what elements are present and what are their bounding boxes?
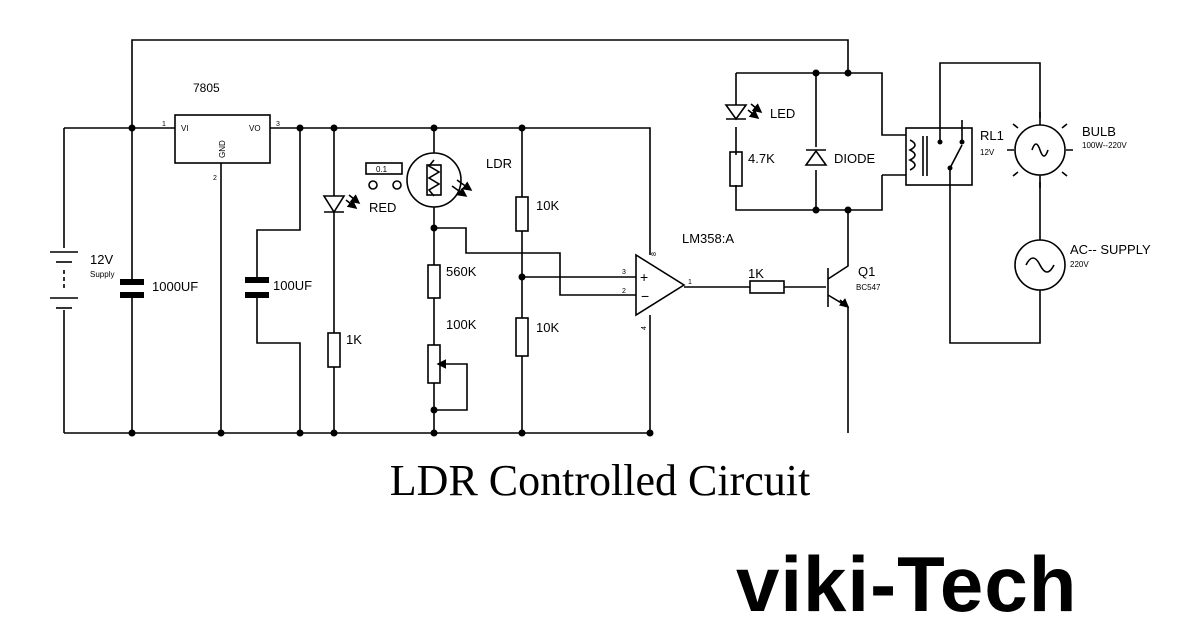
resistor-10k-bottom: 10K (515, 317, 559, 357)
indicator-led: LED (724, 103, 795, 121)
capacitor-100uf-label: 100UF (273, 278, 312, 293)
opamp-plus: + (640, 269, 648, 285)
viki-tech-logo: viki-Tech (736, 540, 1078, 628)
ac-supply-label: AC-- SUPPLY (1070, 242, 1151, 257)
wires (63, 39, 1041, 434)
resistor-1k-led-label: 1K (346, 332, 362, 347)
ldr-sensor: 0.1 LDR (365, 152, 512, 208)
opamp-lm358: + − LM358:A 8 3 2 1 4 (622, 231, 734, 330)
resistor-1k-base-label: 1K (748, 266, 764, 281)
transistor-q1: Q1 BC547 (838, 264, 881, 309)
bulb-icon: BULB 100W--220V (1007, 112, 1127, 188)
resistor-560k-label: 560K (446, 264, 477, 279)
resistor-560k: 560K (427, 264, 477, 299)
regulator-pin2: 2 (213, 175, 217, 182)
regulator-pin1: 1 (162, 121, 166, 128)
battery-note: Supply (90, 270, 114, 279)
bulb-rating: 100W--220V (1082, 141, 1127, 150)
opamp-pin1: 1 (688, 279, 692, 286)
opamp-pin2: 2 (622, 288, 626, 295)
junction-dots (128, 69, 852, 437)
ldr-label: LDR (486, 156, 512, 171)
relay-label: RL1 (980, 128, 1004, 143)
transistor-type: BC547 (856, 283, 881, 292)
regulator-vo: VO (249, 124, 261, 133)
resistor-1k-base: 1K (748, 266, 785, 294)
diode: DIODE (804, 149, 876, 166)
relay-rl1: RL1 12V (905, 120, 1004, 186)
capacitor-1000uf: 1000UF (120, 279, 198, 298)
resistor-10k-bottom-label: 10K (536, 320, 559, 335)
opamp-label: LM358:A (682, 231, 734, 246)
transistor-label: Q1 (858, 264, 875, 279)
regulator-pin3: 3 (276, 121, 280, 128)
indicator-led-label: LED (770, 106, 795, 121)
diagram-caption: LDR Controlled Circuit (389, 456, 811, 505)
battery-label: 12V (90, 252, 113, 267)
opamp-minus: − (641, 288, 649, 304)
ac-supply-rating: 220V (1070, 260, 1089, 269)
regulator-7805: 7805 VI VO GND 1 3 2 (162, 81, 280, 182)
ldr-meter-value: 0.1 (376, 165, 388, 174)
regulator-gnd: GND (218, 140, 227, 158)
opamp-pin3: 3 (622, 269, 626, 276)
regulator-vi: VI (181, 124, 189, 133)
capacitor-1000uf-label: 1000UF (152, 279, 198, 294)
resistor-10k-top-label: 10K (536, 198, 559, 213)
relay-rating: 12V (980, 148, 995, 157)
ac-supply-icon: AC-- SUPPLY 220V (1014, 239, 1151, 291)
opamp-pin4: 4 (641, 326, 648, 330)
diode-label: DIODE (834, 151, 876, 166)
resistor-4-7k-label: 4.7K (748, 151, 775, 166)
battery-symbol: 12V Supply (50, 251, 114, 309)
bulb-label: BULB (1082, 124, 1116, 139)
resistor-4-7k: 4.7K (729, 151, 775, 187)
potentiometer-label: 100K (446, 317, 477, 332)
capacitor-100uf: 100UF (245, 277, 312, 298)
potentiometer-100k: 100K (427, 317, 477, 384)
resistor-1k-led: 1K (327, 332, 362, 368)
red-led-label: RED (369, 200, 396, 215)
opamp-pin8: 8 (651, 252, 658, 256)
regulator-label: 7805 (193, 81, 220, 95)
resistor-10k-top: 10K (515, 196, 559, 232)
red-led: RED (322, 194, 396, 215)
